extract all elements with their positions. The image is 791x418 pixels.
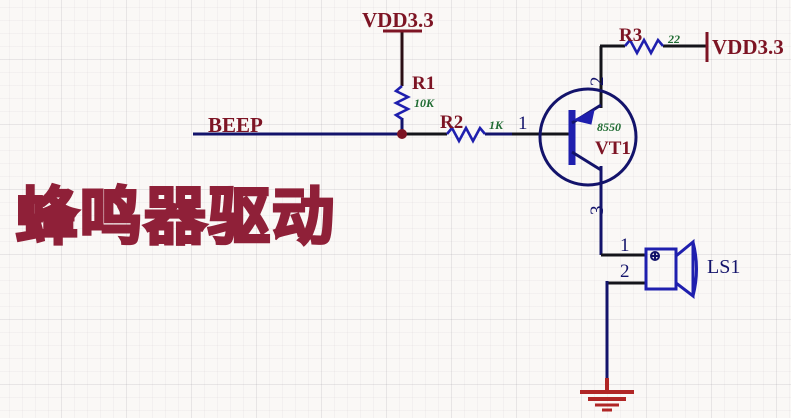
resistor-r3-symbol [624,37,664,56]
label-r1-value: 10K [414,96,435,110]
speaker-ls1-symbol [644,238,698,300]
label-vt1-value: 8550 [597,120,621,134]
title-chinese: 蜂鸣器驱动 [14,180,337,253]
resistor-r1-symbol [393,85,411,121]
transistor-vt1-symbol [538,87,638,187]
label-ls1-ref: LS1 [707,256,741,278]
label-vt1-ref: VT1 [595,138,631,159]
ground-symbol [580,378,634,412]
label-vdd-top: VDD3.3 [362,8,434,32]
label-ls1-pin-2: 2 [620,261,630,282]
label-vt1-pin-3: 3 [587,205,608,216]
label-node-1: 1 [518,113,528,134]
junction-dot-beep [397,129,407,139]
label-net-beep: BEEP [208,113,263,137]
label-r2-value: 1K [489,118,504,132]
resistor-r2-symbol [446,125,486,144]
label-r3-value: 22 [668,32,680,46]
label-vt1-pin-2: 2 [587,76,608,87]
label-r3-ref: R3 [619,25,643,46]
label-r2-ref: R2 [440,112,464,133]
label-ls1-pin-1: 1 [620,235,630,256]
label-vdd-right: VDD3.3 [712,35,784,59]
label-r1-ref: R1 [412,73,436,94]
